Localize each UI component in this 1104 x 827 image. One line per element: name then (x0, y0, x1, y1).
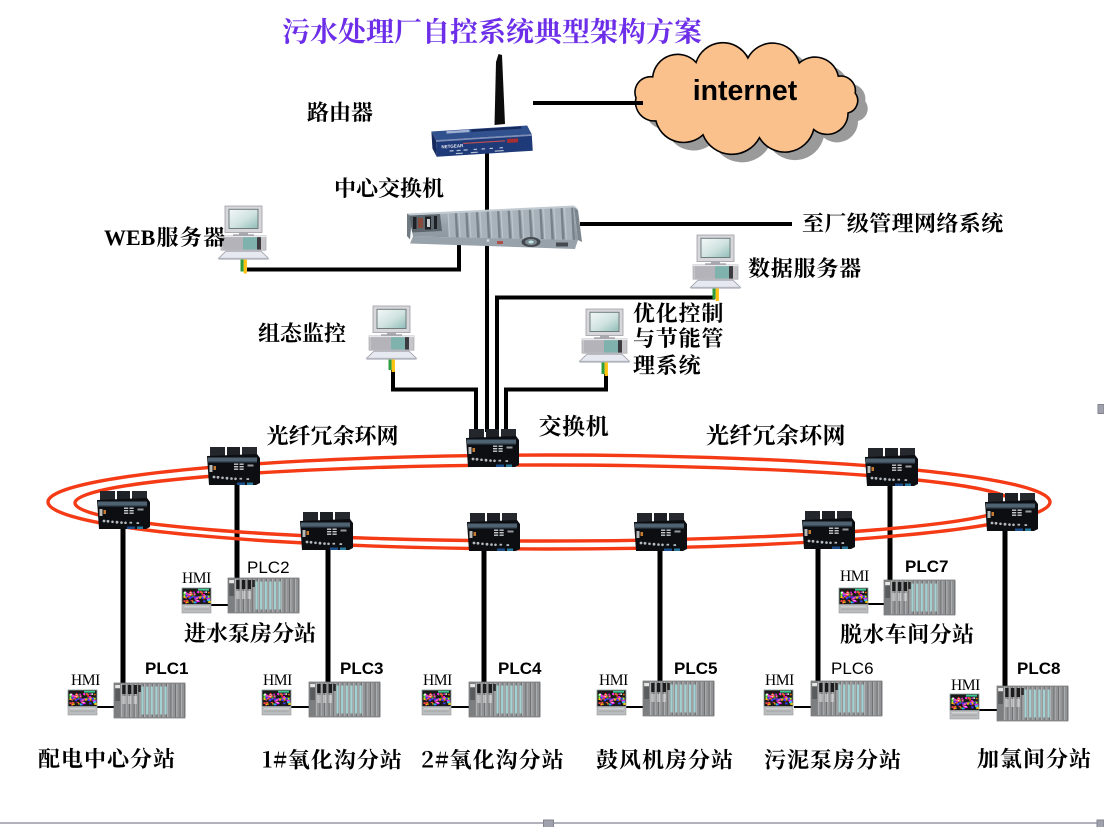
svg-text:HMI: HMI (423, 672, 452, 689)
svg-text:HMI: HMI (951, 677, 980, 694)
svg-text:PLC8: PLC8 (1017, 659, 1060, 678)
svg-text:PLC4: PLC4 (498, 659, 542, 678)
svg-text:PLC3: PLC3 (340, 659, 383, 678)
svg-text:HMI: HMI (182, 570, 211, 587)
svg-text:HMI: HMI (840, 568, 869, 585)
svg-text:NETGEAR: NETGEAR (441, 143, 464, 149)
svg-text:HMI: HMI (263, 672, 292, 689)
svg-text:PLC5: PLC5 (674, 659, 717, 678)
svg-text:PLC1: PLC1 (145, 659, 188, 678)
svg-text:WEB: WEB (104, 225, 156, 250)
svg-text:HMI: HMI (599, 672, 628, 689)
svg-text:PLC7: PLC7 (905, 557, 948, 576)
svg-text:HMI: HMI (71, 672, 100, 689)
svg-text:PLC2: PLC2 (247, 558, 290, 577)
svg-text:HMI: HMI (765, 672, 794, 689)
svg-text:PLC6: PLC6 (831, 659, 874, 678)
svg-text:internet: internet (693, 75, 798, 107)
